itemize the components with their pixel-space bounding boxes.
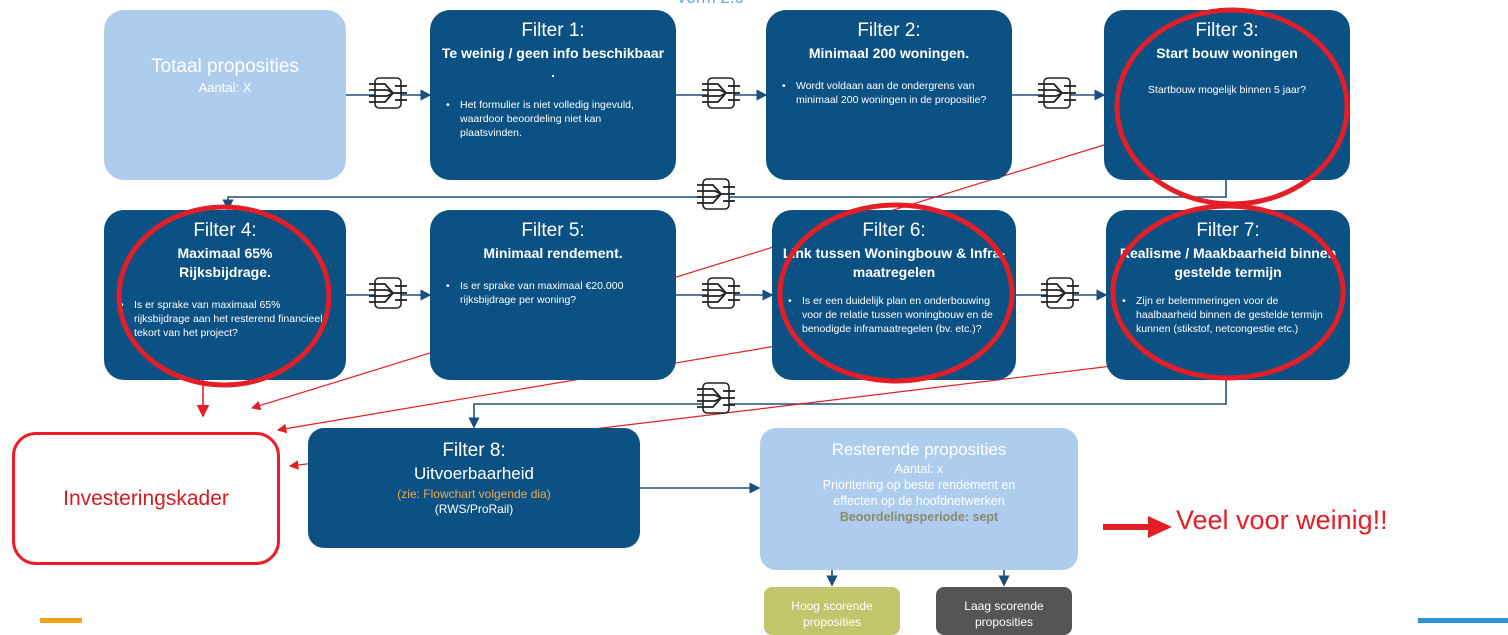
high-scoring-line-1: Hoog scorende: [791, 599, 873, 613]
filter-5-title: Filter 5:: [521, 220, 585, 241]
filter-1-box: Filter 1: Te weinig / geen info beschikb…: [430, 10, 676, 180]
filter-7-title: Filter 7:: [1196, 220, 1260, 241]
filter-3-subtitle: Start bouw woningen: [1156, 45, 1298, 61]
filter-3-box: Filter 3: Start bouw woningen Startbouw …: [1104, 10, 1350, 180]
filter-2-box: Filter 2: Minimaal 200 woningen. •Wordt …: [766, 10, 1012, 180]
filter-7-subtitle: Realisme / Maakbaarheid binnen gestelde …: [1119, 245, 1337, 280]
filter-2-detail: •Wordt voldaan aan de ondergrens van min…: [782, 80, 987, 106]
filter-2-title: Filter 2:: [857, 20, 921, 41]
filter-1-subtitle: Te weinig / geen info beschikbaar .: [441, 45, 665, 80]
filter-6-subtitle: Link tussen Woningbouw & Infra- maatrege…: [782, 245, 1006, 280]
red-circle-filter-7: [1110, 203, 1346, 381]
investeringskader-label: Investeringskader: [63, 486, 229, 510]
funnel-icon: [702, 76, 740, 110]
filter-6-title: Filter 6:: [862, 220, 926, 241]
accent-bar-orange: [40, 618, 82, 623]
filter-5-detail: •Is er sprake van maximaal €20.000 rijks…: [446, 280, 624, 306]
filter-5-box: Filter 5: Minimaal rendement. •Is er spr…: [430, 210, 676, 380]
high-scoring-line-2: proposities: [802, 615, 862, 629]
red-arrow-icon: [1103, 516, 1172, 538]
filter-4-title: Filter 4:: [193, 220, 257, 241]
filter-8-subtitle: Uitvoerbaarheid: [413, 464, 534, 483]
funnel-icon: [369, 276, 407, 310]
filter-8-org: (RWS/ProRail): [434, 502, 514, 516]
low-scoring-box: Laag scorende proposities: [936, 587, 1072, 635]
total-propositions-box: Totaal proposities Aantal: X: [104, 10, 346, 180]
filter-4-detail: •Is er sprake van maximaal 65% rijksbijd…: [120, 299, 323, 339]
total-propositions-count: Aantal: X: [198, 80, 252, 95]
red-circle-filter-4: [116, 204, 332, 388]
red-circle-filter-3: [1114, 7, 1350, 207]
accent-bar-blue: [1418, 618, 1508, 623]
filter-4-subtitle: Maximaal 65% Rijksbijdrage.: [177, 245, 273, 280]
remaining-period: Beoordelingsperiode: sept: [839, 510, 999, 524]
remaining-line-1: Prioritering op beste rendement en: [822, 478, 1016, 492]
filter-1-title: Filter 1:: [521, 20, 585, 41]
remaining-propositions-box: Resterende proposities Aantal: x Priorit…: [760, 428, 1078, 570]
funnel-icon: [697, 381, 735, 415]
page-title-fragment: Vorm 2.0: [676, 0, 744, 8]
low-scoring-line-2: proposities: [974, 615, 1034, 629]
filter-7-detail: •Zijn er belemmeringen voor de haalbaarh…: [1122, 295, 1323, 335]
filter-1-detail: •Het formulier is niet volledig ingevuld…: [446, 99, 634, 139]
filter-6-detail: •Is er een duidelijk plan en onderbouwin…: [788, 295, 993, 335]
filter-6-box: Filter 6: Link tussen Woningbouw & Infra…: [772, 210, 1016, 380]
funnel-icon: [1038, 76, 1076, 110]
filter-3-title: Filter 3:: [1195, 20, 1259, 41]
red-circle-filter-6: [777, 202, 1015, 384]
remaining-count: Aantal: x: [894, 462, 944, 476]
filter-8-note: (zie: Flowchart volgende dia): [397, 487, 551, 501]
total-propositions-title: Totaal proposities: [151, 56, 299, 77]
remaining-line-2: effecten op de hoofdnetwerken: [833, 494, 1005, 508]
funnel-icon: [1041, 276, 1079, 310]
low-scoring-line-1: Laag scorende: [964, 599, 1044, 613]
filter-8-title: Filter 8:: [442, 440, 506, 461]
slogan: Veel voor weinig!!: [1176, 505, 1388, 535]
filter-2-subtitle: Minimaal 200 woningen.: [808, 45, 970, 61]
filter-3-detail: Startbouw mogelijk binnen 5 jaar?: [1147, 84, 1307, 96]
investeringskader-box: Investeringskader: [12, 432, 280, 565]
funnel-icon: [697, 177, 735, 211]
funnel-icon: [702, 276, 740, 310]
remaining-title: Resterende proposities: [831, 440, 1007, 459]
funnel-icon: [369, 76, 407, 110]
high-scoring-box: Hoog scorende proposities: [764, 587, 900, 635]
filter-8-box: Filter 8: Uitvoerbaarheid (zie: Flowchar…: [308, 428, 640, 548]
filter-5-subtitle: Minimaal rendement.: [483, 245, 623, 261]
